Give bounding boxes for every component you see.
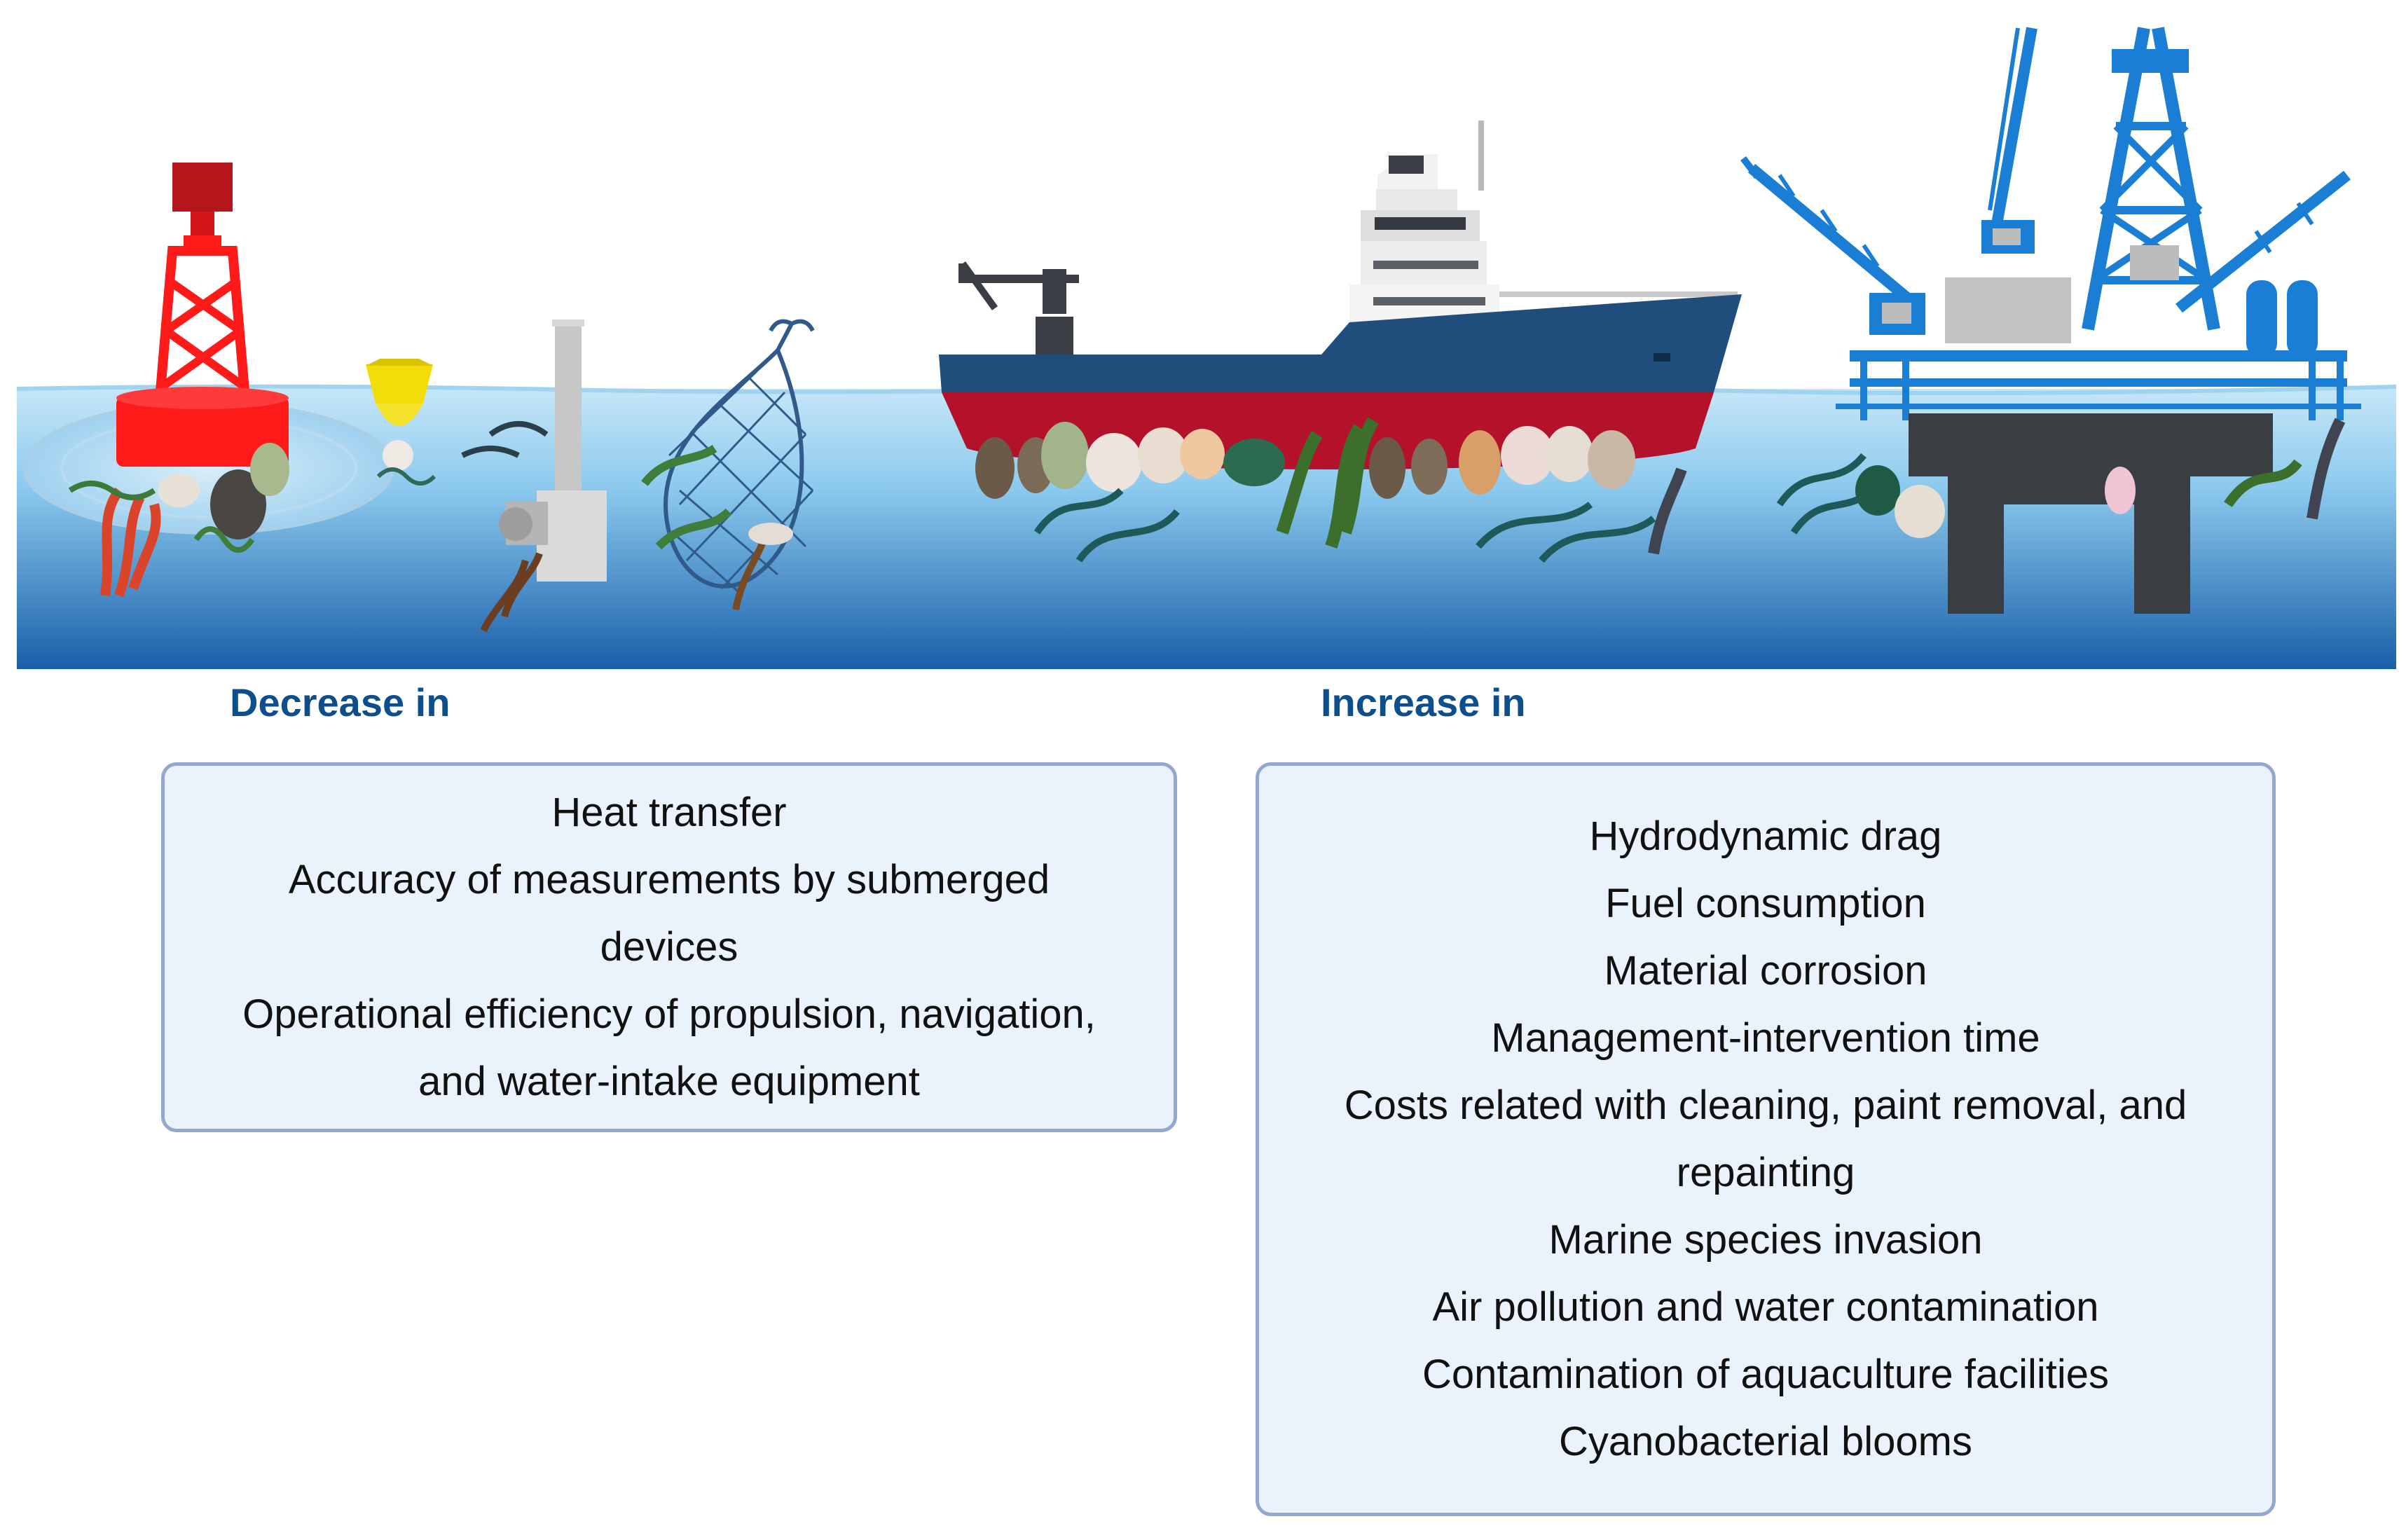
increase-list-box: Hydrodynamic drag Fuel consumption Mater… [1256, 762, 2276, 1516]
increase-item: Costs related with cleaning, paint remov… [1344, 1082, 2187, 1195]
fishing-net [641, 319, 815, 610]
increase-item: Fuel consumption [1605, 881, 1926, 926]
small-yellow-buoy [366, 359, 436, 486]
decrease-item: Accuracy of measurements by submerged de… [288, 857, 1050, 970]
decrease-list-box: Heat transfer Accuracy of measurements b… [161, 762, 1177, 1132]
increase-item: Management-intervention time [1491, 1015, 2040, 1061]
offshore-platform-illustration [1740, 27, 2361, 614]
increase-heading: Increase in [1321, 680, 1526, 724]
increase-item: Material corrosion [1604, 948, 1927, 994]
decrease-item: Operational efficiency of propulsion, na… [242, 991, 1096, 1104]
increase-item: Contamination of aquaculture facilities [1422, 1352, 2110, 1397]
buoy-illustration [23, 163, 394, 598]
vessel-illustration [939, 121, 1742, 563]
increase-item: Hydrodynamic drag [1589, 813, 1942, 859]
increase-item: Air pollution and water contamination [1432, 1284, 2099, 1330]
decrease-heading: Decrease in [230, 680, 451, 724]
submerged-measurement-device [461, 319, 607, 633]
increase-item: Marine species invasion [1548, 1217, 1983, 1263]
decrease-item: Heat transfer [551, 790, 787, 835]
increase-item: Cyanobacterial blooms [1559, 1419, 1972, 1464]
marine-biofouling-illustration [16, 27, 2397, 669]
